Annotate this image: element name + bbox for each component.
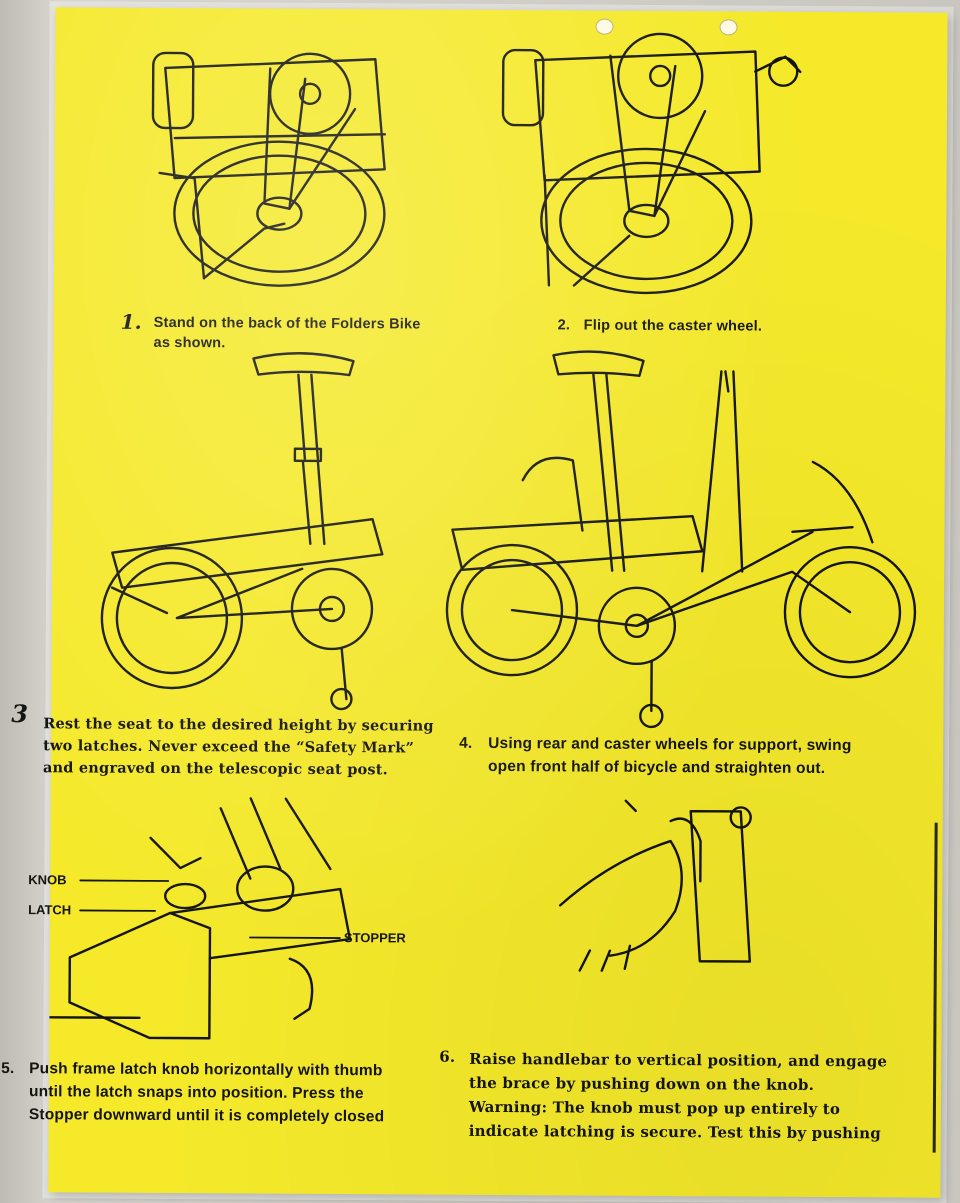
- step-4-line: open front half of bicycle and straighte…: [487, 757, 826, 778]
- label-knob: KNOB: [28, 872, 67, 888]
- label-leader-lines: [79, 879, 341, 939]
- label-latch: LATCH: [28, 902, 72, 918]
- step-3-text: Rest the seat to the desired height by s…: [43, 713, 463, 782]
- step-5-number: 5.: [1, 1059, 15, 1078]
- step-4-line: Using rear and caster wheels for support…: [488, 734, 852, 755]
- step-5-line: Stopper downward until it is completely …: [28, 1106, 385, 1126]
- step-3-line: and engraved on the telescopic seat post…: [42, 759, 389, 779]
- step-2-number: 2.: [557, 317, 571, 334]
- step-3-line: two latches. Never exceed the “Safety Ma…: [43, 737, 415, 757]
- figure-4-unfold: [445, 350, 917, 729]
- step-2-line: Flip out the caster wheel.: [583, 317, 763, 335]
- step-2-text: Flip out the caster wheel.: [584, 316, 884, 338]
- step-6-line: the brace by pushing down on the knob.: [469, 1073, 815, 1094]
- illustrations: [48, 32, 917, 1040]
- label-stopper: STOPPER: [343, 930, 406, 946]
- step-1-text: Stand on the back of the Folders Bike as…: [154, 313, 494, 355]
- step-4-number: 4.: [459, 734, 473, 752]
- step-6-line: indicate latching is secure. Test this b…: [468, 1121, 881, 1143]
- figure-2-caster-wheel: [501, 32, 802, 295]
- step-5-text: Push frame latch knob horizontally with …: [29, 1057, 449, 1129]
- step-1-line: as shown.: [153, 334, 226, 352]
- figure-3-seat-raised: [100, 352, 384, 711]
- figure-6-brace-detail: [558, 799, 752, 972]
- step-6-line: Warning: The knob must pop up entirely t…: [468, 1097, 841, 1119]
- step-5-line: until the latch snaps into position. Pre…: [28, 1083, 364, 1103]
- step-1-line: Stand on the back of the Folders Bike: [153, 314, 421, 333]
- figure-1-folded-bike: [151, 51, 387, 287]
- step-4-text: Using rear and caster wheels for support…: [488, 732, 918, 781]
- step-3-number: 3: [11, 699, 29, 729]
- step-3-line: Rest the seat to the desired height by s…: [43, 715, 434, 735]
- step-5-line: Push frame latch knob horizontally with …: [29, 1060, 383, 1080]
- step-1-number: 1.: [120, 309, 142, 334]
- figure-5-latch-detail: [48, 797, 352, 1040]
- step-6-line: Raise handlebar to vertical position, an…: [469, 1049, 888, 1071]
- step-6-text: Raise handlebar to vertical position, an…: [469, 1047, 930, 1146]
- step-6-number: 6.: [439, 1047, 456, 1066]
- instruction-sheet: 1. Stand on the back of the Folders Bike…: [1, 7, 948, 1198]
